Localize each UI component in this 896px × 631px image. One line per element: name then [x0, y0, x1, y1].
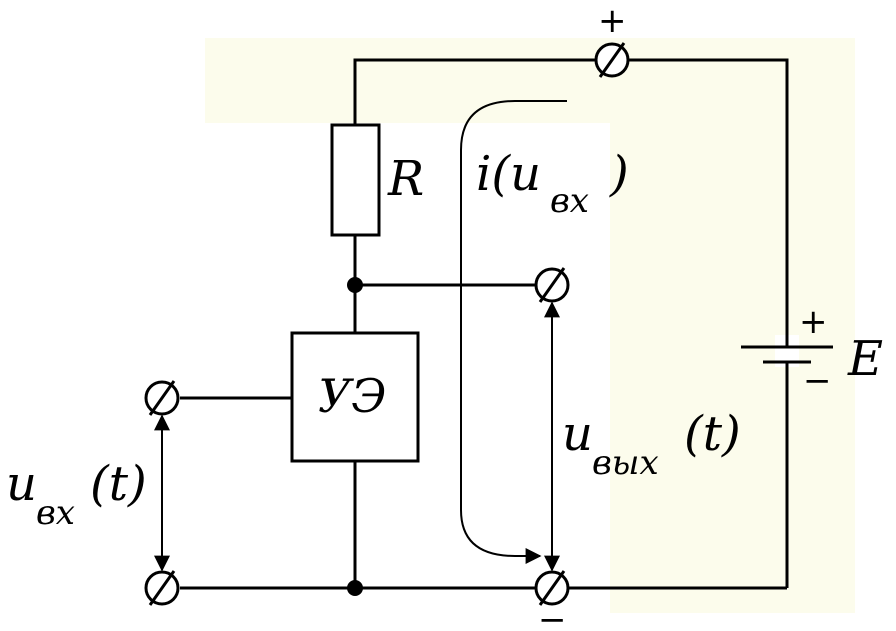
output-voltage-arg: (t)	[684, 406, 741, 462]
current-path	[460, 100, 567, 564]
control-element-label: УЭ	[318, 369, 386, 423]
input-voltage-subscript: вх	[36, 493, 75, 533]
terminal-input-upper	[144, 380, 180, 416]
background-panel-top	[205, 38, 855, 123]
current-label-subscript: вх	[550, 181, 589, 221]
resistor	[330, 123, 381, 237]
terminal-input-lower	[144, 570, 180, 606]
background-panel-mid	[610, 123, 855, 613]
current-label: i(u	[476, 146, 541, 202]
source-label: E	[847, 331, 883, 387]
terminal-output-lower	[534, 570, 570, 606]
top-wire	[353, 58, 789, 588]
minus-bottom-sign: −	[538, 600, 567, 631]
input-voltage-arg: (t)	[90, 456, 147, 512]
plus-top-sign: +	[598, 1, 627, 41]
resistor-label: R	[387, 151, 424, 207]
output-voltage-subscript: вых	[592, 443, 659, 483]
output-voltage-label: u	[562, 406, 593, 462]
current-label-close: )	[609, 146, 629, 202]
minus-battery-sign: −	[803, 361, 832, 401]
lower-node	[347, 580, 363, 596]
input-voltage-label: u	[6, 456, 37, 512]
terminal-output-upper	[534, 267, 570, 303]
terminal-top	[594, 42, 630, 78]
plus-battery-sign: +	[799, 302, 828, 342]
